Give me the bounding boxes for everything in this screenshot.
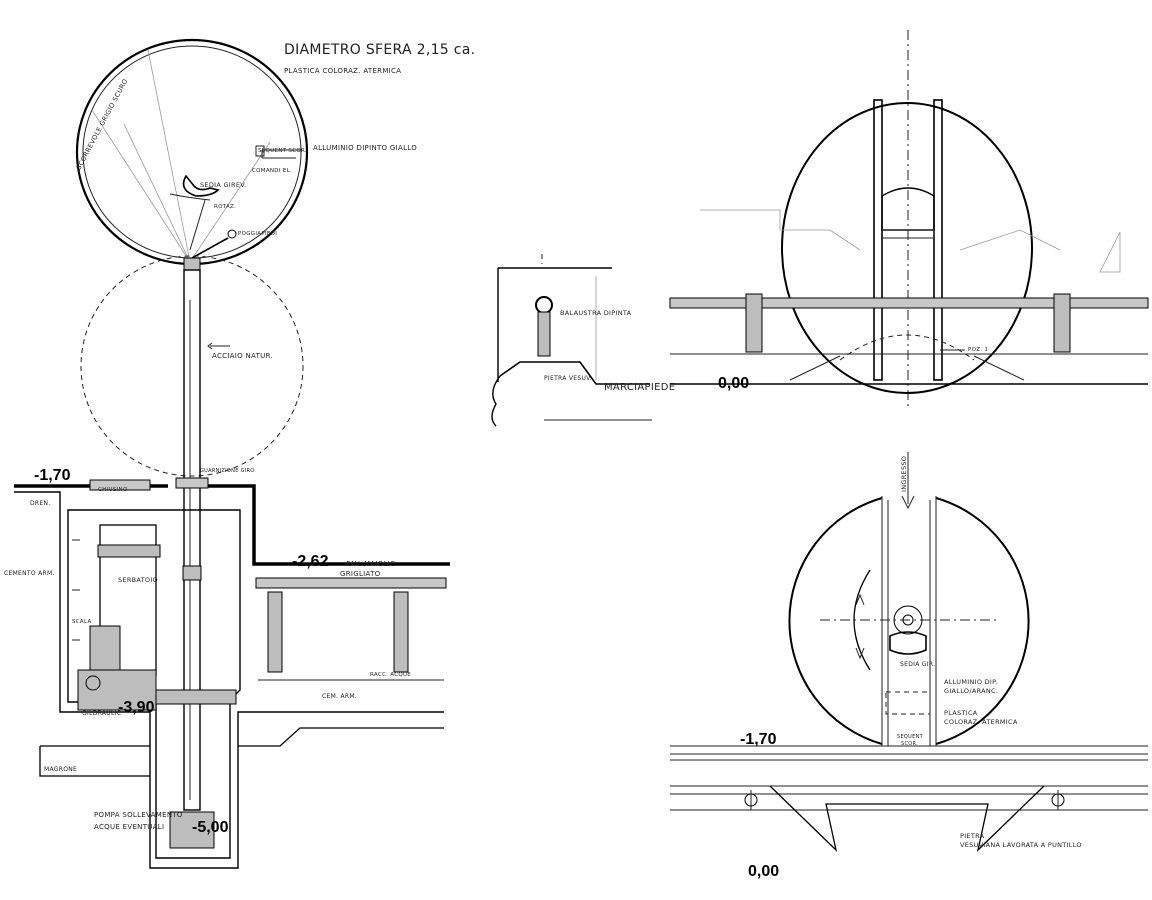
- level-minus-170-left: -1,70: [34, 467, 71, 484]
- stone-label: PIETRA VESUV.: [544, 375, 592, 382]
- level-zero-plan: 0,00: [748, 863, 779, 880]
- level-minus-170-right: -1,70: [740, 731, 777, 748]
- tiles-label: PAV. MAIOLIC.: [346, 560, 398, 568]
- labels: DIAMETRO SFERA 2,15 ca. PLASTICA COLORAZ…: [4, 42, 1082, 849]
- seq-plan-label-2: SCOR.: [901, 741, 918, 747]
- ground-line-left: [14, 484, 450, 566]
- sphere-lowered: [80, 255, 304, 477]
- alu-plan-label-2: GIALLO/ARANC.: [944, 687, 998, 695]
- sphere-plan-left: [788, 497, 883, 745]
- grating-label: GRIGLIATO: [340, 570, 381, 578]
- plastic-plan-label-2: COLORAZ. ATERMICA: [944, 718, 1018, 726]
- cover-label: CHIUSINO: [98, 487, 128, 493]
- pos-label: POZ. 1: [968, 347, 988, 353]
- plan-view: [670, 452, 1148, 852]
- oil-label: OILDRAULIC: [82, 710, 121, 717]
- seq-plan-label-1: SEQUENT: [897, 734, 924, 740]
- railing-elevation: [669, 297, 1149, 309]
- level-zero-elevation: 0,00: [718, 375, 749, 392]
- controls-label: COMANDI EL.: [252, 168, 292, 174]
- concrete-slab-label: CEM. ARM.: [322, 693, 357, 700]
- aluminium-label: ALLUMINIO DIPINTO GIALLO: [313, 144, 417, 152]
- pump-label-line1: POMPA SOLLEVAMENTO: [94, 811, 183, 819]
- sphere-material-label: PLASTICA COLORAZ. ATERMICA: [284, 67, 401, 75]
- stone-plan-label-2: VESUVIANA LAVORATA A PUNTILLO: [960, 841, 1082, 849]
- pump-label-line2: ACQUE EVENTUALI: [94, 823, 164, 831]
- railing-label: BALAUSTRA DIPINTA: [560, 309, 632, 317]
- drain-label: DREN.: [30, 500, 50, 507]
- column: [183, 269, 201, 811]
- seat-label: SEDIA GIREV.: [200, 181, 247, 189]
- ladder-label: SCALA: [72, 619, 92, 625]
- sequence-label: SEQUENT SCOR.: [258, 148, 307, 154]
- level-minus-262: -2,62: [292, 553, 329, 570]
- balustrade-section: [535, 296, 553, 314]
- entrance-label: INGRESSO: [900, 456, 908, 492]
- stone-plan-label-1: PIETRA: [960, 832, 985, 840]
- plastic-plan-label-1: PLASTICA: [944, 709, 978, 717]
- title-label: DIAMETRO SFERA 2,15 ca.: [284, 42, 475, 58]
- level-minus-500: -5,00: [192, 819, 229, 836]
- elevation-view: [491, 30, 1149, 427]
- footrest-label: POGGIAPIEDI: [238, 231, 277, 237]
- steel-label: ACCIAIO NATUR.: [212, 352, 273, 360]
- seat-plan-label: SEDIA GIR.: [900, 661, 935, 668]
- lean-concrete-label: MAGRONE: [44, 766, 77, 773]
- level-minus-390: -3,90: [118, 699, 155, 716]
- rotation-label: ROTAZ.: [214, 204, 236, 210]
- seat-shape: [182, 174, 220, 197]
- grating: [255, 577, 447, 589]
- level-markers: -1,70 -2,62 -3,90 -5,00 0,00 -1,70 0,00: [34, 375, 779, 880]
- sphere-plan-right: [935, 497, 1030, 745]
- sphere-elevation: [781, 102, 1033, 394]
- alu-plan-label-1: ALLUMINIO DIP.: [944, 678, 998, 686]
- tank-label: SERBATOIO: [118, 576, 158, 584]
- water-collection-label: RACC. ACQUE: [370, 672, 411, 678]
- concrete-wall-label: CEMENTO ARM.: [4, 570, 55, 577]
- guard-label: GUARNIZIONE GIRO: [200, 468, 255, 474]
- seat-plan-shape: [889, 631, 927, 655]
- section-view: [14, 38, 450, 869]
- sidewalk-label: MARCIAPIEDE: [604, 382, 675, 393]
- footrest-knob: [227, 229, 237, 239]
